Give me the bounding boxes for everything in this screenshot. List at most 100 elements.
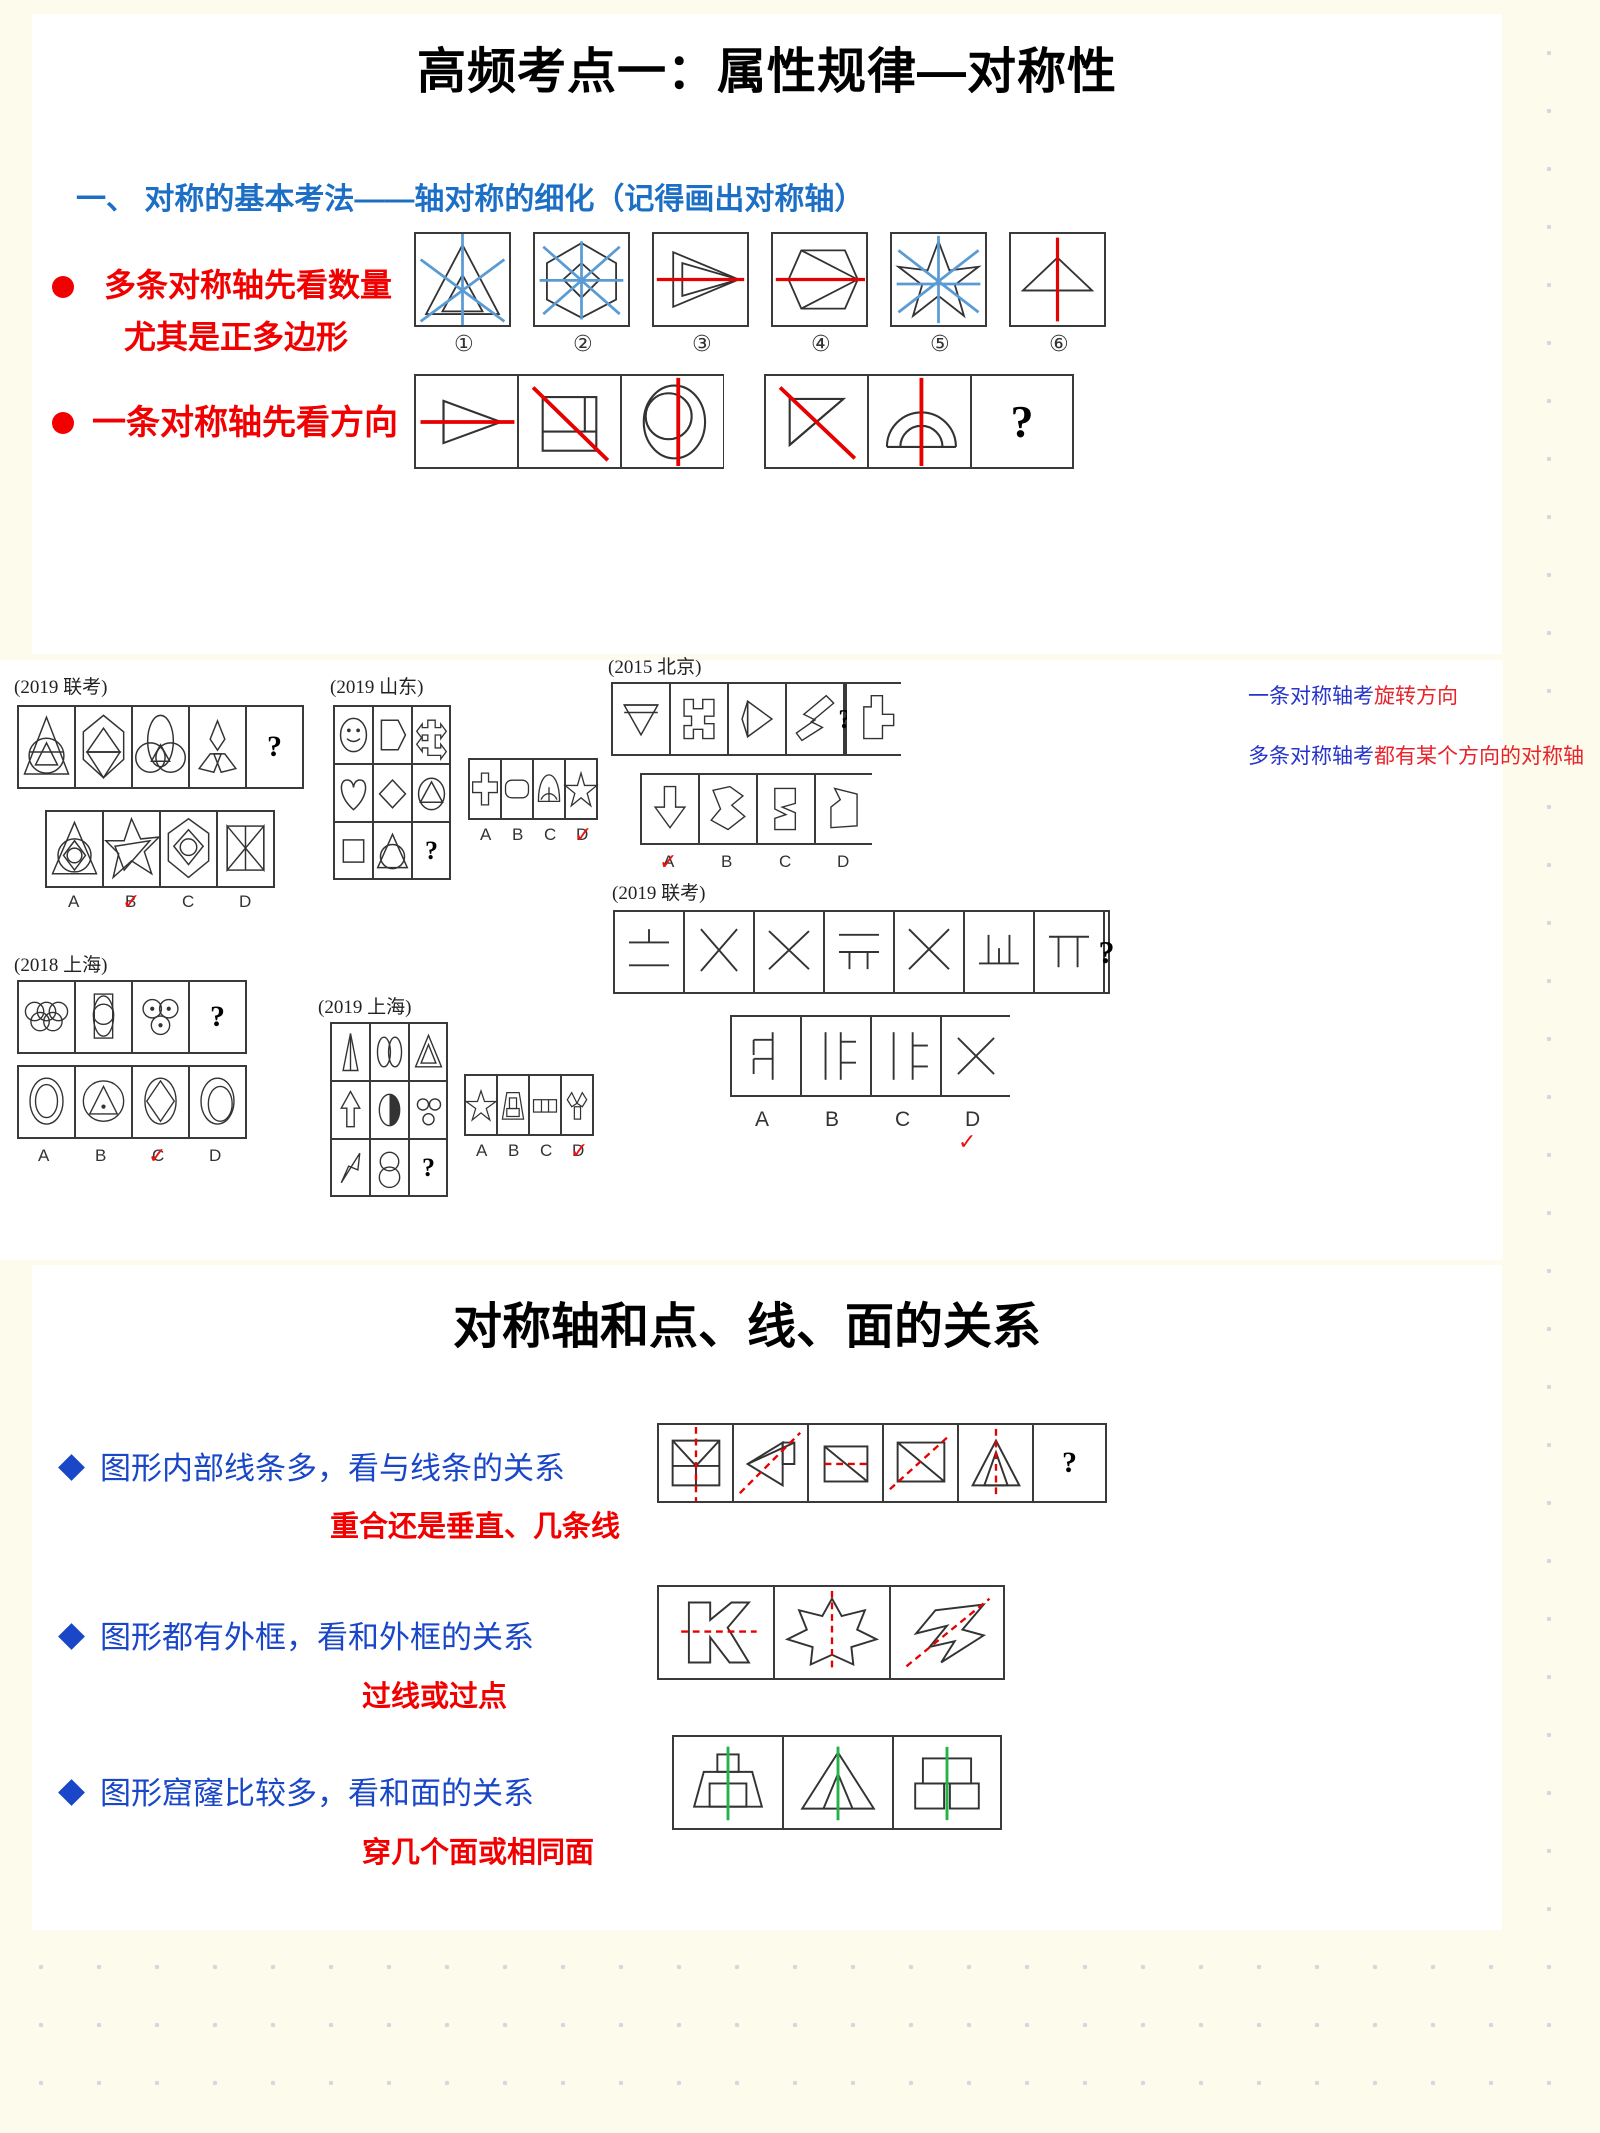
section-two-note-1: 重合还是垂直、几条线 bbox=[330, 1511, 621, 1543]
figure-cell-4 bbox=[771, 232, 868, 327]
q2-cell bbox=[335, 765, 374, 823]
q2-option-d bbox=[563, 760, 599, 818]
frame-relation-figures bbox=[657, 1585, 1005, 1680]
q6-stem-qmark: ? bbox=[1098, 912, 1115, 992]
note-two-blue: 多条对称轴考 bbox=[1248, 745, 1374, 768]
q4-option-a bbox=[19, 1067, 76, 1137]
line-relation-cell-2 bbox=[734, 1425, 809, 1501]
q6-label-d: D bbox=[965, 1108, 981, 1131]
question-mark: ? bbox=[1098, 933, 1115, 970]
diamond-bullet-1 bbox=[58, 1454, 85, 1481]
q5-cell bbox=[332, 1024, 371, 1082]
q6-label-c: C bbox=[895, 1108, 911, 1131]
single-axis-cell-5 bbox=[869, 376, 972, 467]
q3-stem-cell bbox=[613, 684, 671, 754]
q4-label-a: A bbox=[38, 1146, 50, 1165]
section-two-bullet-3: 图形窟窿比较多，看和面的关系 bbox=[100, 1776, 534, 1811]
q2-cell bbox=[374, 823, 413, 879]
q4-stem-qmark: ? bbox=[190, 982, 245, 1052]
q5-cell-qmark: ? bbox=[410, 1140, 447, 1196]
q1-stem-cell bbox=[190, 707, 247, 787]
q5-source: (2019 上海) bbox=[318, 997, 412, 1018]
q2-cell bbox=[413, 707, 450, 765]
q1-label-c: C bbox=[182, 892, 195, 911]
figure-cell-6 bbox=[1009, 232, 1106, 327]
figure-label-4: ④ bbox=[811, 332, 831, 357]
bullet-one-line-one: 多条对称轴先看数量 bbox=[104, 267, 393, 303]
q6-stem-cell bbox=[615, 912, 685, 992]
q1-option-d bbox=[218, 812, 273, 886]
q6-option-b bbox=[802, 1017, 872, 1095]
q1-answer-mark: ✓ bbox=[122, 890, 141, 915]
q6-label-a: A bbox=[755, 1108, 770, 1131]
q4-label-d: D bbox=[209, 1146, 222, 1165]
q6-option-c bbox=[872, 1017, 942, 1095]
q6-stem-cell bbox=[1035, 912, 1105, 992]
section-one-card: 高频考点一：属性规律—对称性 一、 对称的基本考法——轴对称的细化（记得画出对称… bbox=[32, 14, 1502, 654]
note-one-red: 旋转方向 bbox=[1374, 685, 1458, 708]
single-axis-cell-2 bbox=[519, 376, 622, 467]
q2-cell bbox=[335, 823, 374, 879]
q6-source: (2019 联考) bbox=[612, 883, 706, 904]
section-two-bullet-1: 图形内部线条多，看与线条的关系 bbox=[100, 1451, 565, 1486]
q1-label-d: D bbox=[239, 892, 252, 911]
q3-label-b: B bbox=[721, 852, 733, 871]
line-relation-cell-1 bbox=[659, 1425, 734, 1501]
q5-option-d bbox=[562, 1076, 592, 1134]
q3-label-d: D bbox=[837, 852, 850, 871]
q3-answer-mark: ✓ bbox=[659, 850, 678, 875]
section-two-title: 对称轴和点、线、面的关系 bbox=[452, 1300, 1041, 1354]
q4-label-c: C bbox=[152, 1146, 165, 1165]
line-relation-cell-5 bbox=[959, 1425, 1034, 1501]
q5-cell bbox=[332, 1082, 371, 1140]
q3-option-a bbox=[642, 775, 700, 843]
q5-label-d: D bbox=[572, 1141, 585, 1160]
q5-cell bbox=[410, 1024, 447, 1082]
q3-option-b bbox=[700, 775, 758, 843]
q2-cell bbox=[335, 707, 374, 765]
q1-option-c bbox=[161, 812, 218, 886]
face-relation-cell-3 bbox=[894, 1737, 1000, 1828]
question-mark: ? bbox=[425, 836, 438, 865]
q5-label-a: A bbox=[476, 1141, 488, 1160]
q2-option-b bbox=[502, 760, 534, 818]
q6-options bbox=[730, 1015, 1010, 1097]
bullet-dot-2 bbox=[52, 412, 74, 434]
q4-stem-cell bbox=[76, 982, 133, 1052]
q2-cell bbox=[374, 765, 413, 823]
q4-label-b: B bbox=[95, 1146, 107, 1165]
q2-label-c: C bbox=[544, 825, 557, 844]
q2-options bbox=[468, 758, 599, 820]
section-two-note-2: 过线或过点 bbox=[362, 1681, 508, 1713]
q1-option-b bbox=[104, 812, 161, 886]
q4-option-c bbox=[133, 1067, 190, 1137]
q6-stem-cell bbox=[895, 912, 965, 992]
q5-option-b bbox=[498, 1076, 530, 1134]
single-axis-cell-1 bbox=[416, 376, 519, 467]
bullet-one-line-two: 尤其是正多边形 bbox=[124, 319, 349, 355]
q6-label-b: B bbox=[825, 1108, 840, 1131]
q6-stem-cell bbox=[685, 912, 755, 992]
figure-label-5: ⑤ bbox=[930, 332, 950, 357]
frame-relation-cell-1 bbox=[659, 1587, 775, 1678]
figure-cell-5 bbox=[890, 232, 987, 327]
q3-stem: ? bbox=[611, 682, 903, 756]
q1-stem-cell bbox=[133, 707, 190, 787]
note-two-red: 都有某个方向的对称轴 bbox=[1374, 745, 1584, 768]
question-mark: ? bbox=[1010, 396, 1034, 447]
section-two-bullet-2: 图形都有外框，看和外框的关系 bbox=[100, 1620, 534, 1655]
q6-option-d bbox=[942, 1017, 1010, 1095]
q5-answer-mark: ✓ bbox=[570, 1139, 589, 1164]
line-relation-cell-qmark: ? bbox=[1034, 1425, 1105, 1501]
q1-label-b: B bbox=[125, 892, 137, 911]
figure-cell-2 bbox=[533, 232, 630, 327]
q5-label-c: C bbox=[540, 1141, 553, 1160]
note-two: 多条对称轴考都有某个方向的对称轴 bbox=[1248, 740, 1584, 770]
diamond-bullet-2 bbox=[58, 1623, 85, 1650]
figure-cell-3 bbox=[652, 232, 749, 327]
line-relation-cell-4 bbox=[884, 1425, 959, 1501]
q4-option-d bbox=[190, 1067, 245, 1137]
face-relation-cell-2 bbox=[784, 1737, 894, 1828]
q5-option-c bbox=[530, 1076, 562, 1134]
single-axis-cell-4 bbox=[766, 376, 869, 467]
